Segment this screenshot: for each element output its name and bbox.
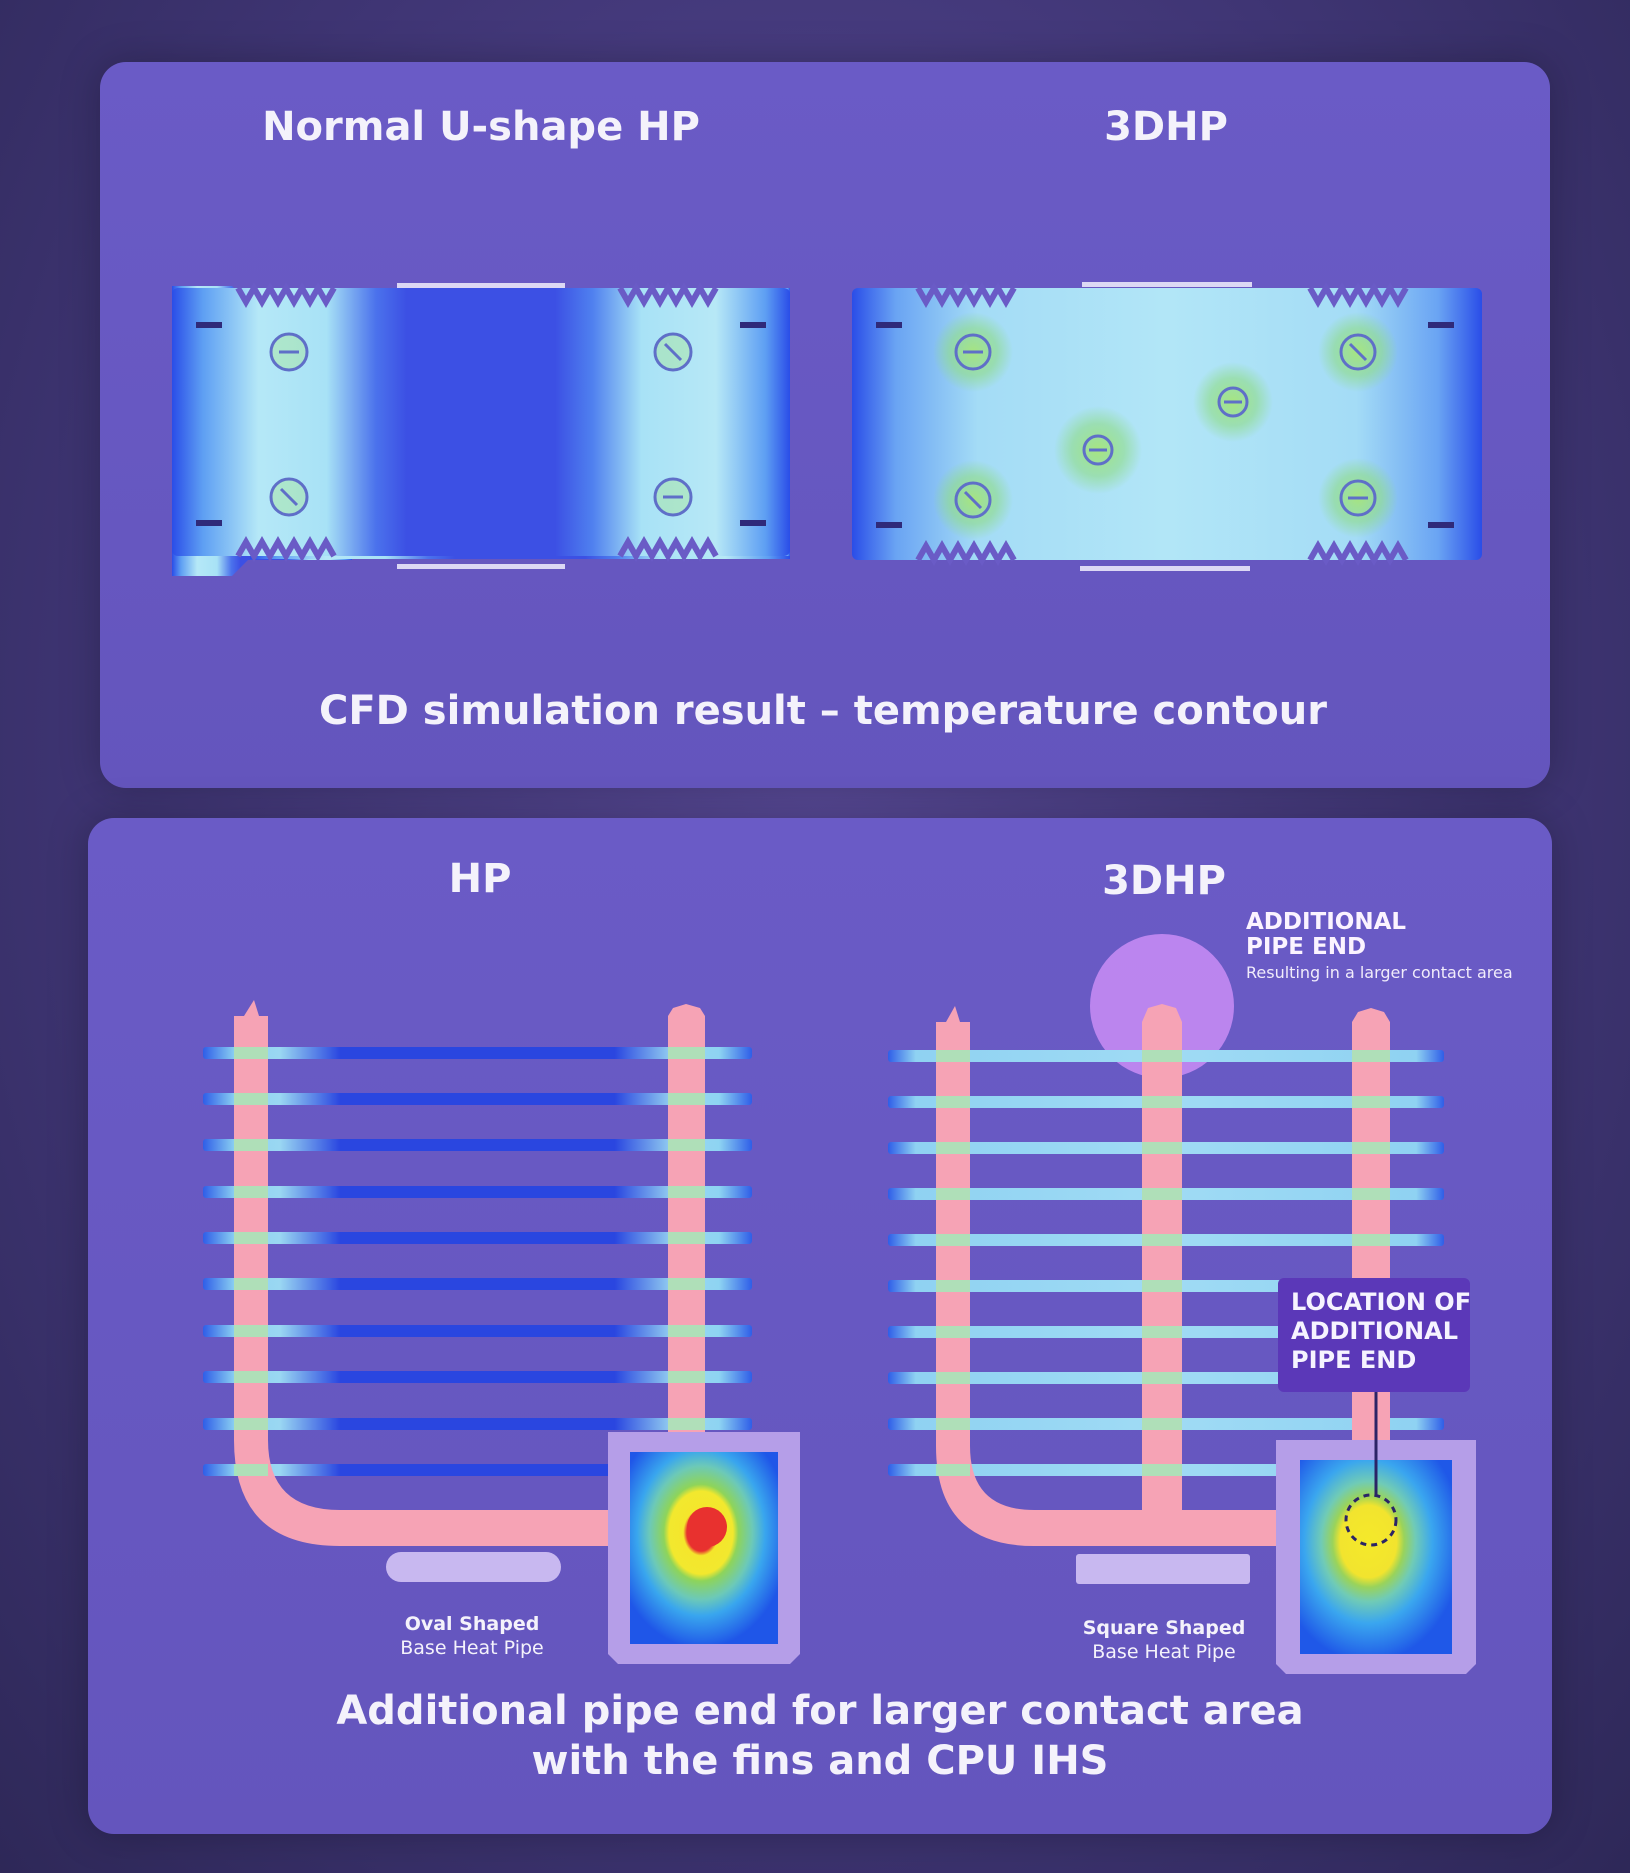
label-line: Square Shaped (1082, 1617, 1246, 1639)
label-line: Base Heat Pipe (400, 1637, 544, 1659)
hp-title: HP (448, 856, 512, 902)
3dhp-cfd-title: 3DHP (1104, 104, 1228, 150)
3d-heat-pipe (936, 1004, 1390, 1546)
callout-line: ADDITIONAL (1246, 909, 1407, 935)
callout-line: LOCATION OF (1291, 1288, 1472, 1316)
callout-line: ADDITIONAL (1291, 1317, 1459, 1345)
3dhp-cfd-plate (852, 281, 1482, 571)
label-line: Base Heat Pipe (1092, 1641, 1236, 1663)
plate-top-bar (1082, 282, 1252, 287)
label-line: Oval Shaped (404, 1613, 540, 1635)
plate-top-bar (397, 283, 565, 288)
plate-bottom-bar (397, 564, 565, 569)
square-base-shape (1076, 1554, 1250, 1584)
3dhp-cpu-heatmap (1276, 1392, 1476, 1674)
location-callout-box (1278, 1278, 1470, 1392)
additional-pipe-end-subtext: Resulting in a larger contact area (1246, 963, 1513, 982)
pipe-end-location-marker (1344, 1493, 1398, 1547)
caption-line: with the fins and CPU IHS (531, 1738, 1109, 1784)
callout-line: PIPE END (1291, 1346, 1417, 1374)
bottom-caption: Additional pipe end for larger contact a… (336, 1686, 1303, 1786)
location-callout: LOCATION OF ADDITIONAL PIPE END (1291, 1288, 1471, 1375)
additional-pipe-end-callout: ADDITIONAL PIPE END (1246, 910, 1406, 960)
oval-base-label: Oval Shaped Base Heat Pipe (400, 1612, 543, 1660)
u-shaped-heat-pipe (234, 1000, 705, 1560)
plate-bottom-bar (1080, 566, 1250, 571)
3dhp-title: 3DHP (1102, 858, 1226, 904)
square-base-label: Square Shaped Base Heat Pipe (1083, 1616, 1246, 1664)
hp-cpu-heatmap (608, 1432, 800, 1664)
u-shape-cfd-plate (172, 281, 790, 576)
callout-line: PIPE END (1246, 934, 1367, 960)
cfd-caption: CFD simulation result – temperature cont… (319, 688, 1327, 734)
caption-line: Additional pipe end for larger contact a… (336, 1688, 1304, 1734)
oval-base-shape (386, 1552, 561, 1582)
u-shape-title: Normal U-shape HP (262, 104, 700, 150)
hp-heatsink-diagram (203, 1000, 800, 1664)
